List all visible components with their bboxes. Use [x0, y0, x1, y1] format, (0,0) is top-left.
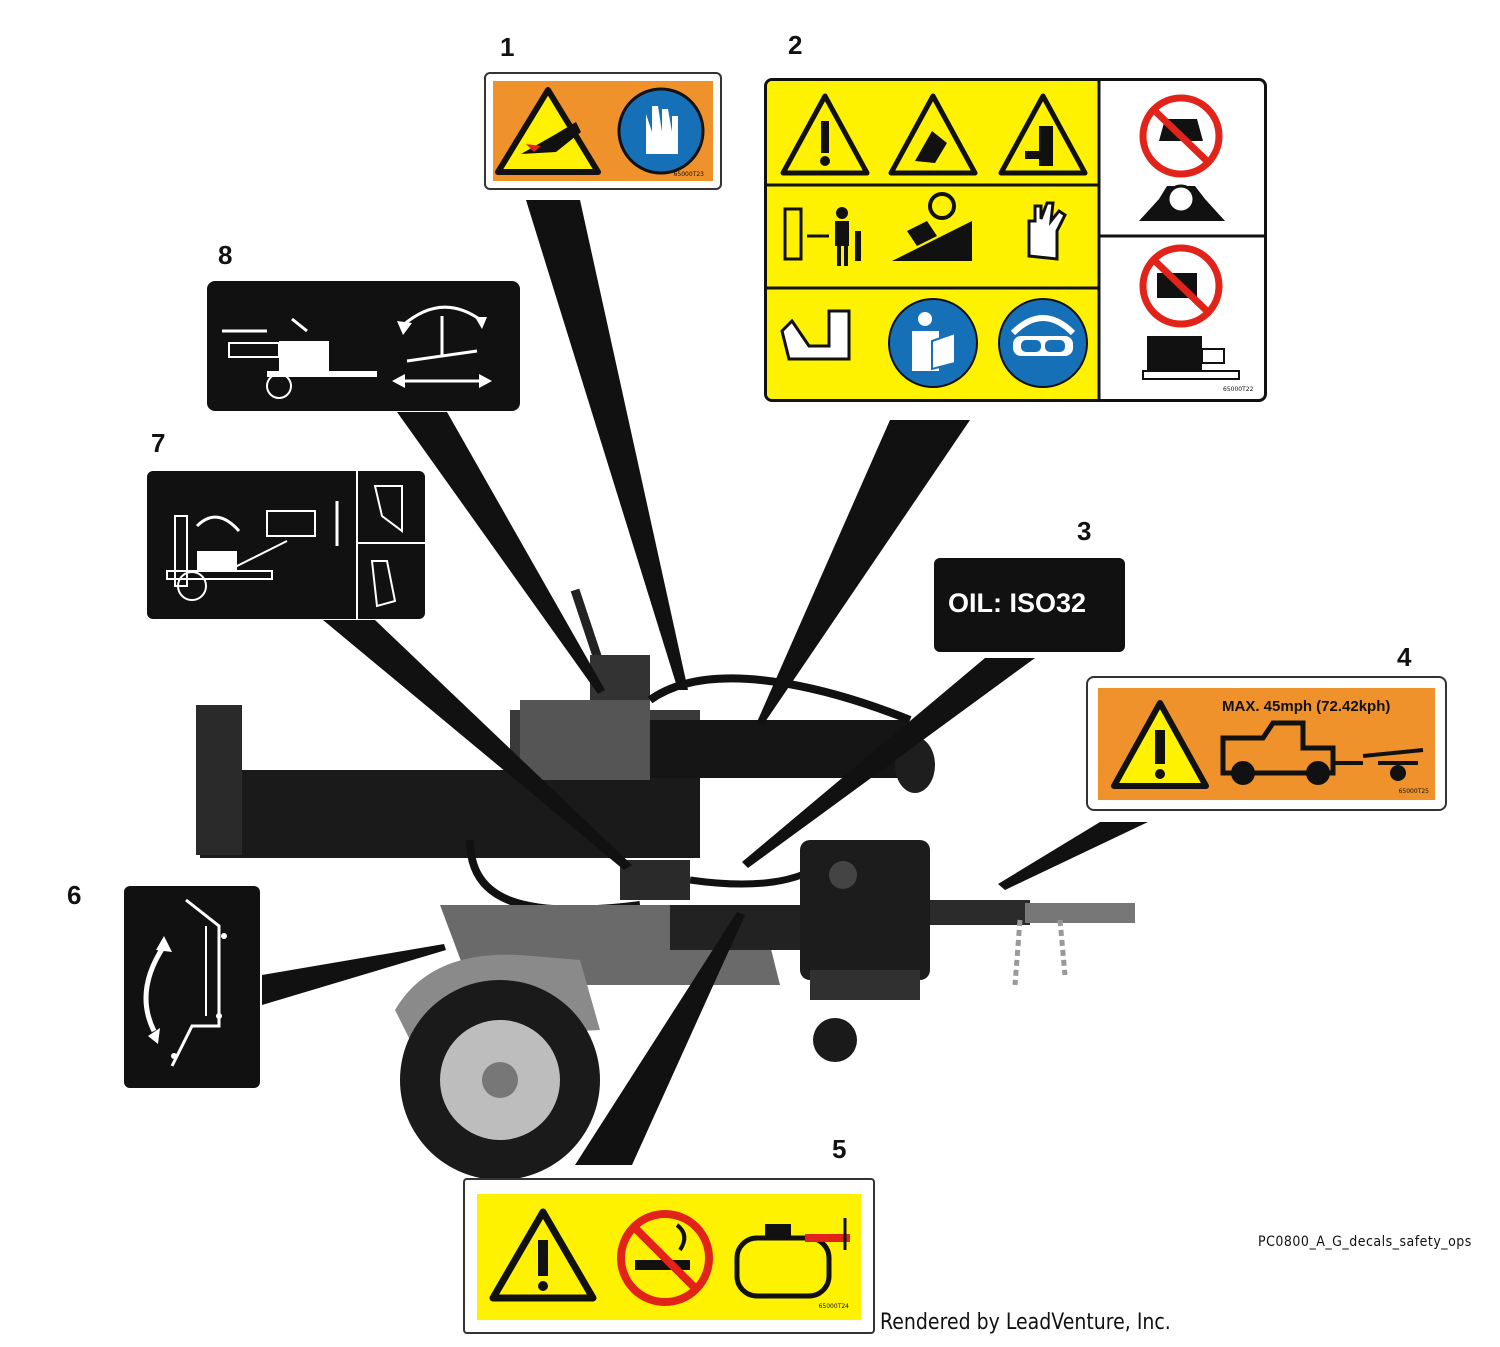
no-riding-icon: [1139, 94, 1225, 221]
callout-number-3: 3: [1077, 516, 1092, 546]
rendered-by-credit: Rendered by LeadVenture, Inc.: [880, 1310, 1171, 1335]
no-log-stacking-icon: [1139, 244, 1240, 380]
leader-wedges: [262, 200, 1148, 1165]
callout-number-1: 1: [500, 32, 515, 62]
no-smoking-icon: [617, 1210, 713, 1306]
slope-rollover-icon: [892, 192, 972, 261]
callout-number-7: 7: [151, 428, 166, 458]
leader-1: [526, 200, 688, 690]
flying-debris-icon: [888, 93, 978, 176]
oil-type-text: OIL: ISO32: [948, 588, 1087, 618]
callout-number-4: 4: [1397, 642, 1412, 672]
leader-7: [323, 620, 632, 870]
keep-distance-icon: [783, 207, 861, 266]
leader-3: [742, 658, 1035, 868]
callout-number-5: 5: [832, 1134, 847, 1164]
decal-5-fuel-warning: 65000T24: [463, 1178, 875, 1334]
decal-1-pinch-hazard-gloves: 65000T23: [484, 72, 722, 190]
leader-4: [998, 822, 1148, 890]
leader-5: [575, 912, 745, 1165]
decal-4-towing-speed: MAX. 45mph (72.42kph) 65000T25: [1086, 676, 1447, 811]
read-manual-icon: [888, 298, 978, 388]
eye-ear-protection-icon: [998, 298, 1088, 388]
towing-truck-icon: [1220, 720, 1424, 785]
diagram-id: PC0800_A_G_decals_safety_ops: [1258, 1234, 1472, 1250]
leader-2: [757, 420, 970, 725]
crush-hazard-icon: [998, 93, 1088, 176]
warning-triangle-icon: [1111, 700, 1209, 789]
decal-7-operating-positions: [147, 471, 425, 619]
leader-8: [397, 412, 605, 694]
decal-3-oil-label: OIL: ISO32: [934, 558, 1125, 652]
callout-number-2: 2: [788, 30, 803, 60]
leader-6: [262, 944, 446, 1005]
warning-triangle-icon: [489, 1208, 597, 1302]
decal-1-part-number: 65000T23: [673, 171, 704, 178]
decal-8-beam-positions: [207, 281, 520, 411]
safety-boots-icon: [780, 309, 851, 361]
general-warning-icon: [780, 93, 870, 176]
work-gloves-icon: [1027, 201, 1067, 261]
fuel-tank-fill-level-icon: [734, 1218, 850, 1299]
decal-5-part-number: 65000T24: [818, 1303, 849, 1310]
decal-4-part-number: 65000T25: [1398, 788, 1429, 795]
callout-number-8: 8: [218, 240, 233, 270]
max-tow-speed-text: MAX. 45mph (72.42kph): [1222, 698, 1391, 715]
decal-2-part-number: 65000T22: [1223, 386, 1254, 393]
callout-number-6: 6: [67, 880, 82, 910]
decal-6-pivot-lock: [124, 886, 260, 1088]
decal-2-safety-grid: 65000T22: [764, 78, 1267, 402]
